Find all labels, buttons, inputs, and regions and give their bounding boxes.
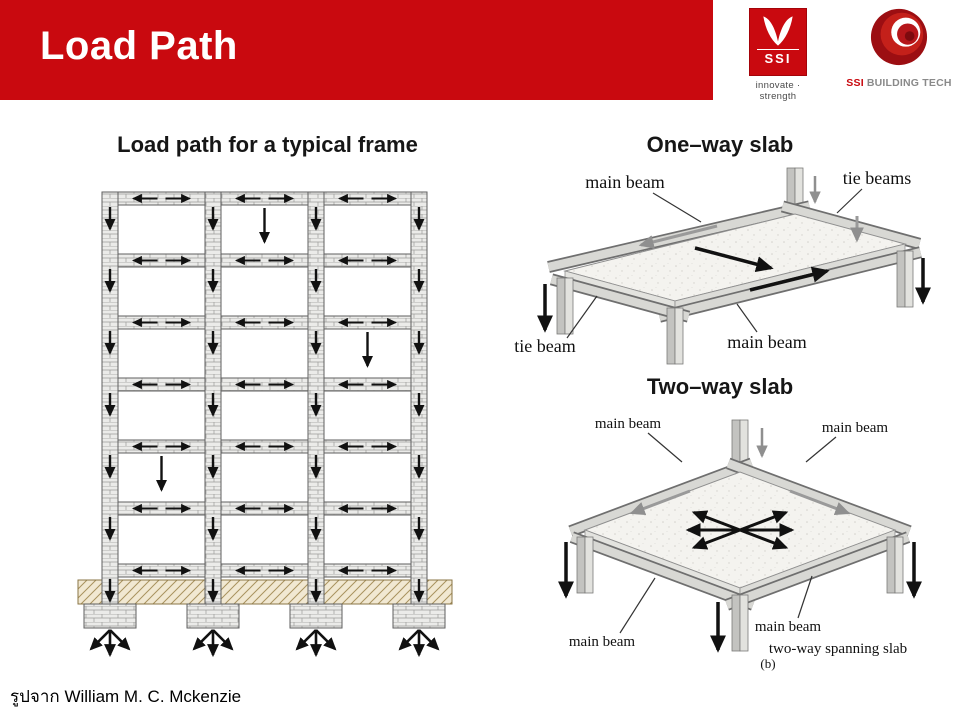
ssi-tagline: innovate · strength — [755, 80, 801, 102]
back-left-beam-arrow — [629, 489, 691, 515]
left-column — [576, 536, 594, 594]
twoway-slab-diagram: main beam main beam main beam main beam … — [557, 416, 923, 671]
leader-main-beam-front-right — [797, 575, 813, 619]
building-tech-name: BUILDING TECH — [866, 77, 952, 89]
ssi-logo-box: SSI — [749, 8, 807, 76]
frame-footings — [83, 603, 446, 629]
foundation-strip — [77, 579, 453, 605]
frame-columns — [101, 191, 428, 609]
front-main-beam — [658, 246, 922, 323]
oneway-slab-diagram: main beam tie beams main beam tie beam — [514, 167, 932, 365]
ssi-logo: SSI innovate · strength — [736, 8, 820, 102]
back-left-main-beam — [568, 457, 754, 537]
right-column — [886, 536, 904, 594]
label-main-beam-front-right: main beam — [755, 619, 822, 635]
ssi-leaf-icon — [763, 16, 793, 46]
twoway-figure-heading: Two–way slab — [646, 374, 794, 399]
leader-main-beam-front-left — [619, 577, 656, 634]
front-column — [731, 594, 749, 652]
leader-tie-beams — [836, 188, 863, 214]
label-tie-beams: tie beams — [843, 168, 911, 188]
leader-main-beam-top — [652, 192, 702, 223]
label-main-beam-front-left: main beam — [569, 634, 636, 650]
right-column — [896, 250, 914, 308]
label-main-beam-front: main beam — [727, 332, 806, 352]
oneway-figure: main beam tie beams main beam tie beam — [505, 166, 935, 378]
label-main-beam-back-right: main beam — [822, 420, 889, 436]
label-main-beam-back-left: main beam — [595, 416, 662, 432]
front-tie-beam — [549, 273, 691, 323]
ssi-monogram: SSI — [757, 49, 799, 66]
label-main-beam-top: main beam — [585, 172, 664, 192]
beam-transfer-arrow — [749, 266, 830, 292]
frame-beams — [101, 191, 428, 578]
front-column — [666, 307, 684, 365]
oneway-figure-heading: One–way slab — [646, 132, 794, 157]
ssi-swirl-icon — [870, 8, 928, 66]
leader-tie-beam — [566, 295, 598, 339]
back-tie-beam — [780, 200, 922, 250]
label-figure-tag: (b) — [760, 656, 775, 671]
left-column — [556, 277, 574, 335]
back-beam-arrow — [638, 224, 718, 249]
back-right-main-beam — [726, 457, 912, 537]
slide-title: Load Path — [40, 24, 238, 68]
leader-main-beam-front — [736, 303, 758, 333]
twoway-span-arrows — [685, 510, 795, 550]
frame-diagram — [77, 191, 453, 662]
front-left-main-beam — [569, 531, 756, 611]
label-slab-caption: two-way spanning slab — [769, 641, 907, 657]
twoway-figure: main beam main beam main beam main beam … — [540, 410, 940, 672]
image-credit: รูปจาก William M. C. Mckenzie — [10, 687, 242, 706]
slab-span-arrow — [694, 246, 774, 273]
frame-figure — [62, 182, 472, 662]
footing-spread-arrows — [91, 630, 438, 655]
leader-main-beam-back-right — [805, 436, 837, 463]
label-tie-beam: tie beam — [514, 336, 575, 356]
leader-main-beam-back-left — [647, 432, 683, 463]
front-right-main-beam — [724, 531, 911, 611]
building-tech-prefix: SSI — [846, 77, 864, 89]
frame-figure-heading: Load path for a typical frame — [117, 132, 418, 157]
header-banner: Load Path — [0, 0, 713, 100]
back-right-beam-arrow — [789, 489, 851, 515]
